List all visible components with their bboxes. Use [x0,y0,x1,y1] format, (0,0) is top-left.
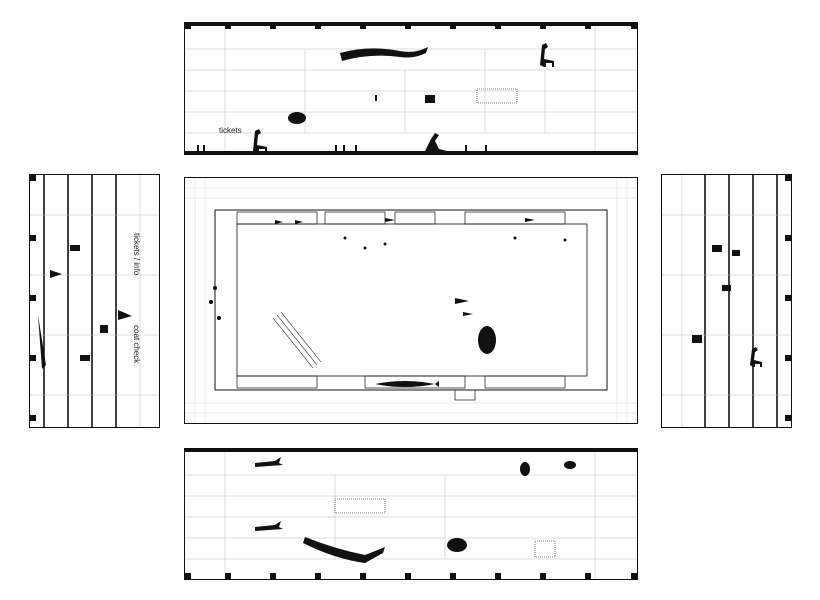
dinosaur-icon [425,133,447,151]
atrium-void [236,223,588,377]
giraffe-icon [750,347,762,367]
coat-check-label: coat check [132,325,141,364]
bottom-section-linework [185,449,637,579]
elephant-icon [447,538,467,552]
whale-icon [375,381,439,387]
animal-icon [732,250,740,256]
display-case [334,498,386,514]
stair [454,389,476,401]
swordfish-icon [118,310,132,320]
tickets-label: tickets [219,126,242,135]
whale-skeleton-icon [340,47,428,61]
right-section-drawing [661,174,792,428]
animal-icon [692,335,702,343]
dinosaur-skeleton-icon [303,537,385,563]
animal-icon [712,245,722,252]
visitor-figures [197,95,487,151]
central-floor-plan [184,177,638,424]
shark-icon [38,315,46,369]
display-case [476,88,518,104]
animal-icon [70,245,80,251]
animal-icon [100,325,108,333]
left-section-drawing: tickets / info coat check [29,174,160,428]
animal-icon [564,461,576,469]
animal-icon [520,462,530,476]
top-section-drawing: tickets [184,22,638,155]
bottom-section-drawing [184,448,638,580]
central-plan-linework [185,178,637,423]
elephant-icon [288,112,306,124]
tickets-info-label: tickets / info [132,233,141,276]
shark-icon [255,457,283,467]
moose-icon [425,95,435,103]
giraffe-icon [253,129,267,153]
squid-icon [478,326,496,354]
right-section-linework [662,175,791,427]
animal-icon [722,285,731,291]
animal-icon [80,355,90,361]
gallery-ring [214,209,608,391]
ramp [272,311,322,369]
shark-icon [255,521,283,531]
giraffe-icon [540,43,554,67]
left-section-linework [30,175,159,427]
top-section-linework [185,23,637,154]
fish-icon [50,270,62,278]
display-case [534,540,556,558]
suspended-fish-group [209,218,567,320]
